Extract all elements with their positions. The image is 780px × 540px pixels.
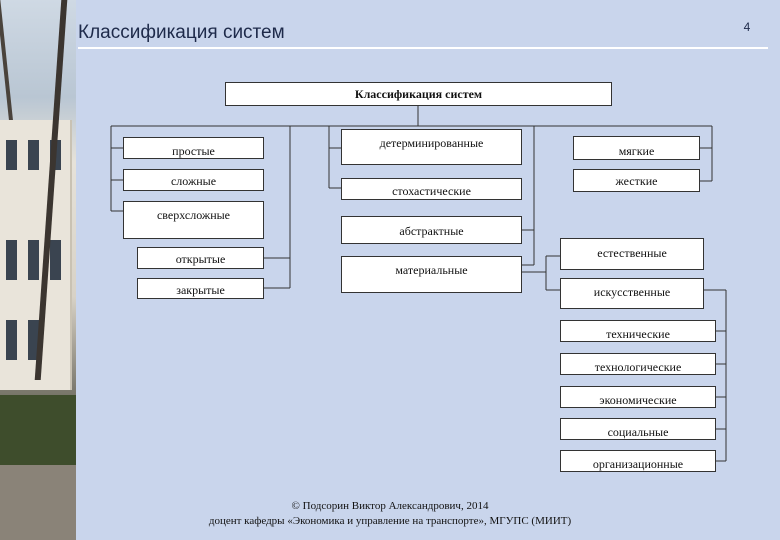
page-title: Классификация систем — [78, 22, 285, 43]
footer-copyright: © Подсорин Виктор Александрович, 2014 — [291, 500, 489, 512]
node-artificial: искусственные — [560, 278, 704, 309]
node-natural: естественные — [560, 238, 704, 270]
node-material: материальные — [341, 256, 522, 293]
node-soft: мягкие — [573, 136, 700, 160]
node-social: социальные — [560, 418, 716, 440]
node-complex: сложные — [123, 169, 264, 191]
background-photo — [0, 0, 76, 540]
node-organizational: организационные — [560, 450, 716, 472]
node-closed: закрытые — [137, 278, 264, 299]
root-node: Классификация систем — [225, 82, 612, 106]
node-open: открытые — [137, 247, 264, 269]
node-economic: экономические — [560, 386, 716, 408]
node-simple: простые — [123, 137, 264, 159]
node-supercomplex: сверхсложные — [123, 201, 264, 239]
title-divider — [78, 47, 768, 49]
node-deterministic: детерминированные — [341, 129, 522, 165]
node-abstract: абстрактные — [341, 216, 522, 244]
footer-affiliation: доцент кафедры «Экономика и управление н… — [208, 515, 572, 527]
node-stochastic: стохастические — [341, 178, 522, 200]
node-technical: технические — [560, 320, 716, 342]
page-number: 4 — [743, 20, 751, 34]
node-technological: технологические — [560, 353, 716, 375]
node-hard: жесткие — [573, 169, 700, 192]
